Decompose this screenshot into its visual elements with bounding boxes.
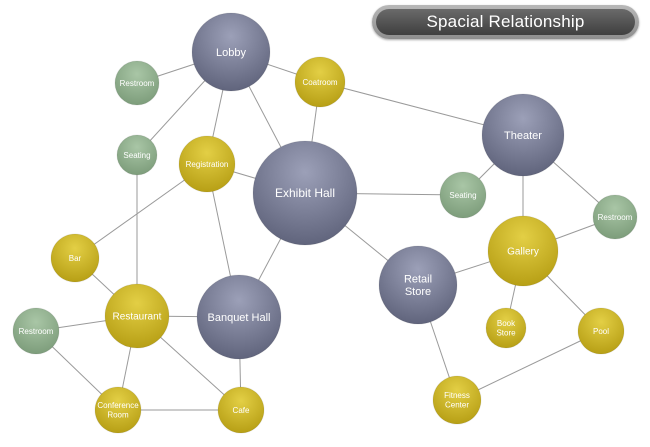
- node-circle-restroom-right: [592, 194, 638, 240]
- node-label-seating-left: Seating: [123, 151, 150, 160]
- node-circle-banquet-hall: [196, 274, 282, 360]
- node-circle-restroom-left: [12, 307, 60, 355]
- edge-pool-to-fitness-center: [456, 330, 602, 401]
- node-label-cafe: Cafe: [233, 406, 250, 415]
- node-label-coatroom: Coatroom: [302, 78, 337, 87]
- node-registration: Registration: [178, 135, 236, 193]
- node-theater: Theater: [481, 93, 565, 177]
- node-pool: Pool: [577, 307, 625, 355]
- node-lobby: Lobby: [191, 12, 271, 92]
- node-circle-exhibit-hall: [252, 140, 358, 246]
- node-bar: Bar: [50, 233, 100, 283]
- node-circle-retail-store: [378, 245, 458, 325]
- node-seating-left: Seating: [116, 134, 158, 176]
- node-circle-coatroom: [294, 56, 346, 108]
- node-label-restroom-right: Restroom: [598, 213, 633, 222]
- node-seating-right: Seating: [439, 171, 487, 219]
- node-circle-pool: [577, 307, 625, 355]
- node-label-theater: Theater: [504, 130, 542, 142]
- node-circle-registration: [178, 135, 236, 193]
- node-circle-theater: [481, 93, 565, 177]
- node-label-pool: Pool: [593, 327, 609, 336]
- node-label-restroom-top: Restroom: [120, 79, 155, 88]
- node-cafe: Cafe: [217, 386, 265, 434]
- node-circle-conference-room: [94, 386, 142, 434]
- node-circle-cafe: [217, 386, 265, 434]
- node-exhibit-hall: Exhibit Hall: [252, 140, 358, 246]
- node-circle-fitness-center: [432, 375, 482, 425]
- node-label-seating-right: Seating: [449, 191, 476, 200]
- node-label-restroom-left: Restroom: [19, 327, 54, 336]
- node-circle-gallery: [487, 215, 559, 287]
- node-label-restaurant: Restaurant: [113, 312, 162, 323]
- node-circle-restroom-top: [114, 60, 160, 106]
- diagram-title: Spacial Relationship: [426, 12, 585, 31]
- node-circle-restaurant: [104, 283, 170, 349]
- node-coatroom: Coatroom: [294, 56, 346, 108]
- node-restroom-left: Restroom: [12, 307, 60, 355]
- node-label-gallery: Gallery: [507, 247, 539, 258]
- node-circle-lobby: [191, 12, 271, 92]
- node-label-lobby: Lobby: [216, 47, 246, 59]
- node-restroom-right: Restroom: [592, 194, 638, 240]
- node-banquet-hall: Banquet Hall: [196, 274, 282, 360]
- node-label-registration: Registration: [186, 160, 229, 169]
- title-badge-inner: Spacial Relationship: [376, 9, 635, 35]
- node-circle-seating-left: [116, 134, 158, 176]
- node-gallery: Gallery: [487, 215, 559, 287]
- node-circle-seating-right: [439, 171, 487, 219]
- node-restaurant: Restaurant: [104, 283, 170, 349]
- node-circle-book-store: [485, 307, 527, 349]
- node-label-banquet-hall: Banquet Hall: [208, 312, 271, 324]
- node-circle-bar: [50, 233, 100, 283]
- node-label-bar: Bar: [69, 254, 82, 263]
- node-label-exhibit-hall: Exhibit Hall: [275, 186, 335, 200]
- title-badge: Spacial Relationship: [372, 5, 639, 39]
- node-restroom-top: Restroom: [114, 60, 160, 106]
